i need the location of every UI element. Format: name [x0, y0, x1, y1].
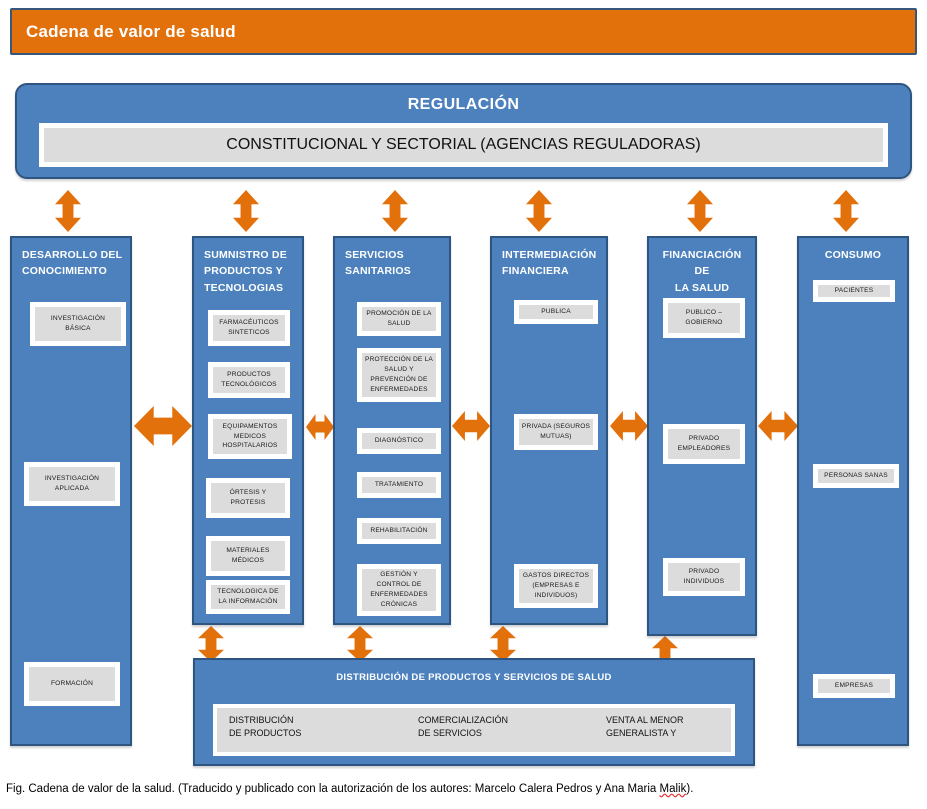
- stage-item-box[interactable]: GESTIÓN Y CONTROL DE ENFERMEDADES CRÓNIC…: [357, 564, 441, 616]
- column-header: DESARROLLO DEL CONOCIMIENTO: [22, 249, 123, 278]
- double-arrow-vertical-icon: [347, 626, 373, 662]
- double-arrow-vertical-icon: [198, 626, 224, 662]
- stage-item-label: FORMACIÓN: [29, 667, 115, 701]
- stage-item-box[interactable]: PERSONAS SANAS: [813, 464, 899, 488]
- stage-item-label: PRIVADO INDIVIDUOS: [668, 563, 740, 591]
- double-arrow-horizontal-icon: [452, 411, 490, 441]
- caption-text-after: ).: [686, 783, 694, 795]
- stage-item-box[interactable]: FARMACÉUTICOS SINTETICOS: [208, 310, 290, 346]
- column-header: SUMNISTRO DE PRODUCTOS Y TECNOLOGIAS: [204, 249, 287, 294]
- distribution-cell: COMERCIALIZACIÓN DE SERVICIOS: [418, 715, 509, 739]
- stage-item-label: ÓRTESIS Y PROTESIS: [211, 483, 285, 513]
- stage-item-label: TRATAMIENTO: [362, 477, 436, 493]
- stage-item-label: GESTIÓN Y CONTROL DE ENFERMEDADES CRÓNIC…: [362, 569, 436, 611]
- regulation-title: REGULACIÓN: [407, 96, 520, 113]
- stage-item-box[interactable]: PUBLICA: [514, 300, 598, 324]
- stage-item-box[interactable]: INVESTIGACIÓN BÁSICA: [30, 302, 126, 346]
- stage-item-box[interactable]: PROTECCIÓN DE LA SALUD Y PREVENCIÓN DE E…: [357, 348, 441, 402]
- stage-item-label: EQUIPAMENTOS MEDICOS HOSPITALARIOS: [213, 419, 287, 454]
- double-arrow-vertical-icon: [687, 190, 713, 232]
- stage-column-suministro-de-productos-y-tecnologias[interactable]: SUMNISTRO DE PRODUCTOS Y TECNOLOGIAS FAR…: [192, 236, 304, 625]
- stage-column-desarrollo-del-conocimiento[interactable]: DESARROLLO DEL CONOCIMIENTO INVESTIGACIÓ…: [10, 236, 132, 746]
- caption-text-before: Fig. Cadena de valor de la salud. (Tradu…: [6, 783, 660, 795]
- double-arrow-vertical-icon: [833, 190, 859, 232]
- stage-item-label: PERSONAS SANAS: [818, 469, 894, 483]
- stage-item-label: PRIVADO EMPLEADORES: [668, 429, 740, 459]
- stage-column-servicios-sanitarios[interactable]: SERVICIOS SANITARIOS PROMOCIÓN DE LA SAL…: [333, 236, 451, 625]
- stage-item-label: PUBLICA: [519, 305, 593, 319]
- stage-item-box[interactable]: EMPRESAS: [813, 674, 895, 698]
- distribution-title: DISTRIBUCIÓN DE PRODUCTOS Y SERVICIOS DE…: [336, 672, 612, 683]
- double-arrow-vertical-icon: [526, 190, 552, 232]
- column-header: CONSUMO: [824, 249, 882, 261]
- stage-item-label: PRODUCTOS TECNOLÓGICOS: [213, 367, 285, 393]
- page-title: Cadena de valor de salud: [26, 21, 236, 41]
- stage-item-box[interactable]: FORMACIÓN: [24, 662, 120, 706]
- double-arrow-vertical-icon: [490, 626, 516, 662]
- stage-item-box[interactable]: TRATAMIENTO: [357, 472, 441, 498]
- double-arrow-vertical-icon: [233, 190, 259, 232]
- distribution-cell: DISTRIBUCIÓN DE PRODUCTOS: [229, 715, 302, 739]
- double-arrow-horizontal-icon: [610, 411, 648, 441]
- stage-item-box[interactable]: ÓRTESIS Y PROTESIS: [206, 478, 290, 518]
- stage-item-box[interactable]: DIAGNÓSTICO: [357, 428, 441, 454]
- distribution-cells: DISTRIBUCIÓN DE PRODUCTOS COMERCIALIZACI…: [217, 708, 731, 752]
- distribution-panel[interactable]: DISTRIBUCIÓN DE PRODUCTOS Y SERVICIOS DE…: [193, 658, 755, 766]
- stage-item-box[interactable]: PROMOCIÓN DE LA SALUD: [357, 302, 441, 336]
- stage-item-label: PUBLICO – GOBIERNO: [668, 303, 740, 333]
- regulation-panel: REGULACIÓN CONSTITUCIONAL Y SECTORIAL (A…: [15, 83, 912, 179]
- regulation-subtitle-frame: CONSTITUCIONAL Y SECTORIAL (AGENCIAS REG…: [39, 123, 888, 167]
- stage-item-label: INVESTIGACIÓN BÁSICA: [35, 307, 121, 341]
- double-arrow-horizontal-icon: [134, 406, 192, 446]
- regulation-subtitle: CONSTITUCIONAL Y SECTORIAL (AGENCIAS REG…: [44, 128, 883, 162]
- stage-column-financiacion-de-la-salud[interactable]: FINANCIACIÓN DE LA SALUD PUBLICO – GOBIE…: [647, 236, 757, 636]
- double-arrow-horizontal-icon: [758, 411, 798, 441]
- stage-item-label: FARMACÉUTICOS SINTETICOS: [213, 315, 285, 341]
- double-arrow-vertical-icon: [55, 190, 81, 232]
- stage-item-box[interactable]: PUBLICO – GOBIERNO: [663, 298, 745, 338]
- stage-item-box[interactable]: PRIVADA (SEGUROS MUTUAS): [514, 414, 598, 450]
- stage-item-label: TECNOLOGICA DE LA INFORMACIÓN: [211, 585, 285, 609]
- stage-item-box[interactable]: REHABILITACIÓN: [357, 518, 441, 544]
- distribution-cell: VENTA AL MENOR GENERALISTA Y: [606, 715, 684, 739]
- distribution-cells-frame: DISTRIBUCIÓN DE PRODUCTOS COMERCIALIZACI…: [213, 704, 735, 756]
- stage-item-box[interactable]: PRIVADO INDIVIDUOS: [663, 558, 745, 596]
- stage-item-label: MATERIALES MÉDICOS: [211, 541, 285, 571]
- stage-item-label: EMPRESAS: [818, 679, 890, 693]
- stage-item-box[interactable]: PRIVADO EMPLEADORES: [663, 424, 745, 464]
- stage-item-label: DIAGNÓSTICO: [362, 433, 436, 449]
- stage-item-label: INVESTIGACIÓN APLICADA: [29, 467, 115, 501]
- figure-caption: Fig. Cadena de valor de la salud. (Tradu…: [6, 783, 921, 795]
- stage-item-box[interactable]: TECNOLOGICA DE LA INFORMACIÓN: [206, 580, 290, 614]
- column-header: SERVICIOS SANITARIOS: [345, 249, 411, 278]
- title-bar: Cadena de valor de salud: [10, 8, 917, 55]
- stage-item-box[interactable]: MATERIALES MÉDICOS: [206, 536, 290, 576]
- stage-item-label: REHABILITACIÓN: [362, 523, 436, 539]
- stage-item-label: PRIVADA (SEGUROS MUTUAS): [519, 419, 593, 445]
- stage-item-box[interactable]: GASTOS DIRECTOS (EMPRESAS E INDIVIDUOS): [514, 564, 598, 608]
- column-header: INTERMEDIACIÓN FINANCIERA: [502, 249, 597, 278]
- stage-item-label: PACIENTES: [818, 285, 890, 297]
- stage-item-label: PROMOCIÓN DE LA SALUD: [362, 307, 436, 331]
- stage-item-box[interactable]: PRODUCTOS TECNOLÓGICOS: [208, 362, 290, 398]
- stage-item-box[interactable]: INVESTIGACIÓN APLICADA: [24, 462, 120, 506]
- stage-item-label: PROTECCIÓN DE LA SALUD Y PREVENCIÓN DE E…: [362, 353, 436, 397]
- caption-flagged-word: Malik: [659, 783, 687, 795]
- stage-column-consumo[interactable]: CONSUMO PACIENTES PERSONAS SANAS EMPRESAS: [797, 236, 909, 746]
- stage-item-label: GASTOS DIRECTOS (EMPRESAS E INDIVIDUOS): [519, 569, 593, 603]
- stage-column-intermediacion-financiera[interactable]: INTERMEDIACIÓN FINANCIERA PUBLICA PRIVADA…: [490, 236, 608, 625]
- double-arrow-horizontal-icon: [306, 414, 334, 440]
- double-arrow-vertical-icon: [382, 190, 408, 232]
- stage-item-box[interactable]: EQUIPAMENTOS MEDICOS HOSPITALARIOS: [208, 414, 292, 459]
- stage-item-box[interactable]: PACIENTES: [813, 280, 895, 302]
- column-header: FINANCIACIÓN DE LA SALUD: [662, 249, 742, 294]
